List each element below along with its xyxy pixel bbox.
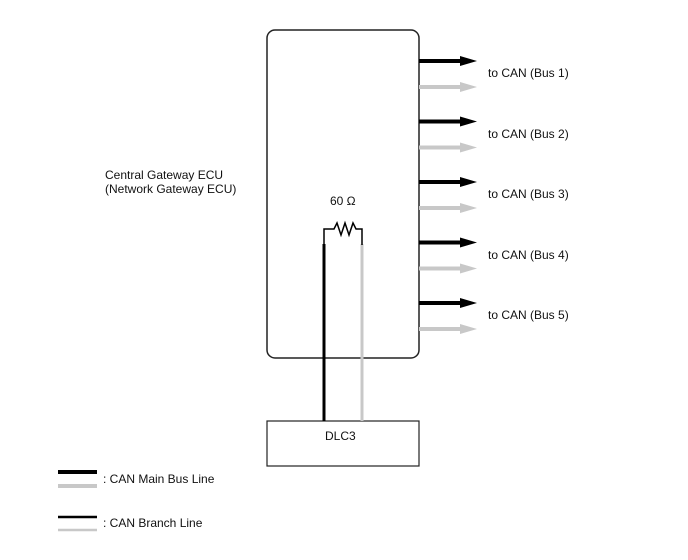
legend-branch-label: : CAN Branch Line [103, 516, 203, 530]
bus-5-label: to CAN (Bus 5) [488, 308, 569, 322]
bus-3-low-arrow [419, 203, 477, 213]
bus-4-low-arrow [419, 263, 477, 274]
bus-4-label: to CAN (Bus 4) [488, 247, 569, 262]
bus-1-high-arrow [419, 56, 477, 66]
bus-1-label: to CAN (Bus 1) [488, 66, 569, 80]
bus-5-low-arrow [419, 324, 477, 334]
bus-5-high-arrow [419, 298, 477, 308]
bus-1-low-arrow [419, 82, 477, 92]
bus-4-high-arrow [419, 237, 477, 248]
dlc3-box [266, 420, 420, 467]
ecu-name: Central Gateway ECU [105, 168, 224, 182]
dlc3-label: DLC3 [325, 429, 356, 443]
central-gateway-ecu-box [266, 29, 420, 359]
bus-2-high-arrow [419, 116, 477, 127]
resistor-label: 60 Ω [330, 194, 356, 208]
legend-main-bus-label: : CAN Main Bus Line [103, 472, 215, 486]
bus-2-low-arrow [419, 142, 477, 153]
resistor-icon [323, 220, 363, 245]
bus-3-label: to CAN (Bus 3) [488, 187, 569, 201]
ecu-alt-name: (Network Gateway ECU) [105, 182, 237, 196]
bus-2-label: to CAN (Bus 2) [488, 126, 569, 141]
bus-3-high-arrow [419, 177, 477, 187]
